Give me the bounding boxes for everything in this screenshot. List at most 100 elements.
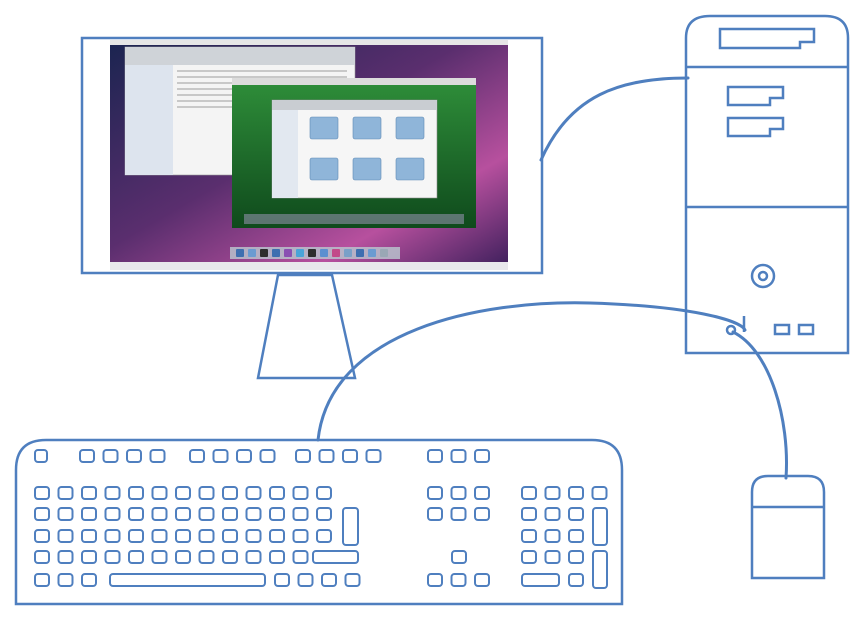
keyboard-key[interactable] xyxy=(269,507,285,521)
keyboard-key[interactable] xyxy=(175,550,191,564)
keyboard-key[interactable] xyxy=(151,550,168,564)
keyboard-key[interactable] xyxy=(151,507,168,521)
power-button-outer[interactable] xyxy=(750,263,776,289)
keyboard-key[interactable] xyxy=(450,486,467,500)
keyboard-key[interactable] xyxy=(427,573,443,587)
keyboard-key[interactable] xyxy=(342,507,359,546)
keyboard-key[interactable] xyxy=(57,529,74,543)
keyboard-key[interactable] xyxy=(128,550,144,564)
keyboard-key[interactable] xyxy=(269,550,285,564)
keyboard-key[interactable] xyxy=(198,486,215,500)
keyboard-key[interactable] xyxy=(222,529,238,543)
keyboard-key[interactable] xyxy=(236,449,252,463)
keyboard-key[interactable] xyxy=(81,550,97,564)
keyboard-key[interactable] xyxy=(427,486,443,500)
keyboard-key[interactable] xyxy=(245,507,262,521)
keyboard-key[interactable] xyxy=(544,507,561,521)
keyboard-key[interactable] xyxy=(451,550,467,564)
keyboard-key[interactable] xyxy=(34,573,50,587)
keyboard-key[interactable] xyxy=(151,486,168,500)
keyboard-key[interactable] xyxy=(34,486,50,500)
keyboard-key[interactable] xyxy=(34,529,50,543)
keyboard-key[interactable] xyxy=(104,486,121,500)
keyboard-key[interactable] xyxy=(544,550,561,564)
keyboard-key[interactable] xyxy=(79,449,95,463)
keyboard-key[interactable] xyxy=(222,550,238,564)
keyboard-key[interactable] xyxy=(189,449,205,463)
keyboard-key[interactable] xyxy=(128,486,144,500)
keyboard-key[interactable] xyxy=(292,529,309,543)
keyboard-key[interactable] xyxy=(474,486,490,500)
keyboard-key[interactable] xyxy=(81,507,97,521)
keyboard-key[interactable] xyxy=(126,449,142,463)
keyboard-key[interactable] xyxy=(175,486,191,500)
keyboard-key[interactable] xyxy=(568,486,584,500)
keyboard-key[interactable] xyxy=(521,550,537,564)
keyboard-key[interactable] xyxy=(450,507,467,521)
keyboard-key[interactable] xyxy=(342,449,358,463)
keyboard-key[interactable] xyxy=(269,486,285,500)
keyboard-key[interactable] xyxy=(292,507,309,521)
keyboard-key[interactable] xyxy=(344,573,361,587)
keyboard-key[interactable] xyxy=(568,550,584,564)
keyboard-key[interactable] xyxy=(292,486,309,500)
keyboard-key[interactable] xyxy=(316,529,332,543)
keyboard-key[interactable] xyxy=(427,507,443,521)
keyboard-key[interactable] xyxy=(427,449,443,463)
keyboard-key[interactable] xyxy=(175,529,191,543)
keyboard-key[interactable] xyxy=(222,486,238,500)
keyboard-key[interactable] xyxy=(175,507,191,521)
keyboard-key[interactable] xyxy=(292,550,309,564)
keyboard-key[interactable] xyxy=(81,573,97,587)
keyboard-key[interactable] xyxy=(198,507,215,521)
keyboard-key[interactable] xyxy=(222,507,238,521)
keyboard-key[interactable] xyxy=(104,550,121,564)
keyboard-key[interactable] xyxy=(57,573,74,587)
keyboard-key[interactable] xyxy=(259,449,276,463)
keyboard-key[interactable] xyxy=(128,529,144,543)
keyboard-key[interactable] xyxy=(212,449,229,463)
keyboard-key[interactable] xyxy=(104,507,121,521)
keyboard-key[interactable] xyxy=(57,550,74,564)
keyboard-key[interactable] xyxy=(592,550,608,589)
keyboard-key[interactable] xyxy=(102,449,119,463)
keyboard-key[interactable] xyxy=(365,449,382,463)
keyboard-key[interactable] xyxy=(245,550,262,564)
keyboard-key[interactable] xyxy=(57,507,74,521)
keyboard-key[interactable] xyxy=(316,486,332,500)
keyboard-key[interactable] xyxy=(274,573,290,587)
keyboard-key[interactable] xyxy=(592,507,608,546)
keyboard-key[interactable] xyxy=(474,507,490,521)
keyboard-key[interactable] xyxy=(568,573,584,587)
keyboard-key[interactable] xyxy=(474,449,490,463)
keyboard-key[interactable] xyxy=(34,449,48,463)
keyboard-key[interactable] xyxy=(450,449,467,463)
keyboard-key[interactable] xyxy=(297,573,314,587)
keyboard-key[interactable] xyxy=(81,486,97,500)
keyboard-key[interactable] xyxy=(34,507,50,521)
keyboard-key[interactable] xyxy=(198,529,215,543)
keyboard-key[interactable] xyxy=(128,507,144,521)
keyboard-key[interactable] xyxy=(521,507,537,521)
keyboard-key[interactable] xyxy=(521,486,537,500)
keyboard-key[interactable] xyxy=(149,449,166,463)
keyboard-key[interactable] xyxy=(198,550,215,564)
keyboard-key[interactable] xyxy=(57,486,74,500)
keyboard-key[interactable] xyxy=(245,529,262,543)
keyboard-key[interactable] xyxy=(151,529,168,543)
keyboard-key[interactable] xyxy=(591,486,608,500)
keyboard-key[interactable] xyxy=(521,529,537,543)
power-button[interactable] xyxy=(750,263,776,289)
keyboard-key[interactable] xyxy=(269,529,285,543)
keyboard-key[interactable] xyxy=(295,449,311,463)
keyboard-key[interactable] xyxy=(568,507,584,521)
keyboard-key[interactable] xyxy=(316,507,332,521)
keyboard-key[interactable] xyxy=(318,449,335,463)
keyboard-key[interactable] xyxy=(321,573,337,587)
keyboard-key[interactable] xyxy=(312,550,359,564)
keyboard-key[interactable] xyxy=(544,486,561,500)
keyboard-key[interactable] xyxy=(245,486,262,500)
keyboard-key[interactable] xyxy=(521,573,560,587)
keyboard-key[interactable] xyxy=(544,529,561,543)
keyboard-key[interactable] xyxy=(34,550,50,564)
